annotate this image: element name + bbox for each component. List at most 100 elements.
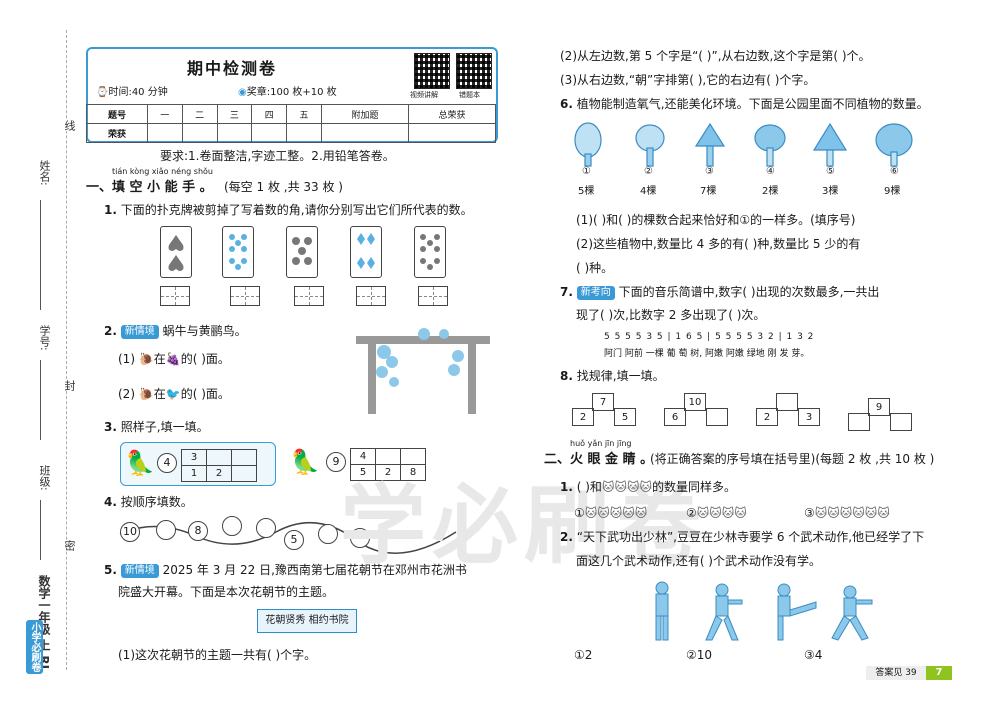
- pattern-pyramid-2-base[interactable]: 6: [664, 408, 728, 426]
- score-cell[interactable]: [286, 123, 322, 143]
- s2q1-option[interactable]: ①🐱🐱🐱🐱🐱: [574, 506, 648, 520]
- q5-sub3: (3)从右边数,“朝”字排第( ),它的右边有( )个字。: [560, 73, 816, 87]
- poker-card-4: [350, 226, 382, 278]
- chain-circle[interactable]: [350, 528, 370, 548]
- score-cell[interactable]: [407, 123, 497, 143]
- margin-secret-mark: 密: [61, 540, 77, 551]
- plant-count: 7棵: [700, 186, 717, 197]
- qr-code-mistakes[interactable]: [456, 53, 492, 89]
- poker-card-2: [222, 226, 254, 278]
- exercise-circle: 9: [326, 452, 346, 472]
- chain-circle[interactable]: [156, 520, 176, 540]
- answer-reference: 答案见 39: [866, 666, 926, 680]
- score-header-cell: 四: [251, 104, 288, 124]
- score-cell[interactable]: [320, 123, 409, 143]
- cat-group-icon: 🐱🐱🐱🐱🐱🐱: [814, 506, 890, 520]
- music-notation: 5 5 5 5 3 5 | 1 6 5 | 5 5 5 5 3 2 | 1 3 …: [604, 332, 815, 342]
- pattern-pyramid-3[interactable]: [756, 393, 818, 411]
- q4-text: 4. 按顺序填数。: [104, 495, 193, 509]
- plant-label: ①: [582, 166, 591, 177]
- score-header-cell: 五: [286, 104, 322, 124]
- clock-icon: ⌚: [96, 87, 109, 98]
- chain-circle: 8: [188, 521, 208, 541]
- q6-sub2: (2)这些植物中,数量比 4 多的有( )种,数量比 5 少的有: [576, 237, 861, 251]
- kungfu-illustration: [655, 581, 873, 641]
- festival-theme-box: 花朝贤秀 相约书院: [257, 609, 357, 633]
- plant-label: ②: [644, 166, 653, 177]
- cat-group-icon: 🐱🐱🐱🐱: [601, 480, 652, 494]
- name-label: 姓名:: [38, 160, 51, 186]
- margin-line-mark: 线: [61, 120, 77, 131]
- q6-sub2b: ( )种。: [576, 261, 614, 275]
- score-header-cell: 题号: [86, 104, 148, 124]
- q5-sub2: (2)从左边数,第 5 个字是“( )”,从右边数,这个字是第( )个。: [560, 49, 871, 63]
- plant-count: 3棵: [822, 186, 839, 197]
- q6-text: 6. 植物能制造氧气,还能美化环境。下面是公园里面不同植物的数量。: [560, 97, 929, 111]
- q2-sub1: (1) 🐌在🍇的( )面。: [118, 352, 230, 366]
- score-cell[interactable]: [181, 123, 218, 143]
- number-chain-line: [119, 521, 457, 554]
- score-cell[interactable]: [216, 123, 253, 143]
- score-row-label: 荣获: [86, 123, 148, 143]
- q2-sub2: (2) 🐌在🐦的( )面。: [118, 387, 230, 401]
- score-table: 题号 一 二 三 四 五 附加题 总荣获 荣获: [86, 104, 497, 143]
- heart-icon: [229, 234, 247, 270]
- parrot-icon: 🦜: [125, 449, 155, 477]
- score-header-cell: 二: [181, 104, 218, 124]
- plant-label: ⑥: [890, 166, 899, 177]
- s2q1-option[interactable]: ③🐱🐱🐱🐱🐱🐱: [804, 506, 890, 520]
- chain-circle[interactable]: [222, 516, 242, 536]
- qr-code-video[interactable]: [414, 53, 450, 89]
- poker-card-5: [414, 226, 446, 278]
- score-header-cell: 三: [216, 104, 253, 124]
- plant-count: 4棵: [640, 186, 657, 197]
- s2q2-text2: 面这几个武术动作,还有( )个武术动作没有学。: [576, 554, 821, 568]
- s2q1-option[interactable]: ②🐱🐱🐱🐱: [686, 506, 747, 520]
- q5-sub1: (1)这次花朝节的主题一共有( )个字。: [118, 648, 317, 662]
- id-underline: [40, 360, 41, 440]
- s2q2-option[interactable]: ①2: [574, 648, 593, 662]
- score-header-cell: 一: [146, 104, 183, 124]
- answer-grid-1[interactable]: [160, 286, 190, 306]
- s2q2-option[interactable]: ②10: [686, 648, 713, 662]
- spade-icon: [168, 235, 184, 271]
- section2-pinyin: huǒ yǎn jīn jīng: [570, 439, 632, 448]
- cat-group-icon: 🐱🐱🐱🐱: [696, 506, 747, 520]
- chain-circle[interactable]: [318, 524, 338, 544]
- score-cell[interactable]: [251, 123, 288, 143]
- answer-grid-5[interactable]: [418, 286, 448, 306]
- q7-text2: 现了( )次,比数字 2 多出现了( )次。: [576, 308, 766, 322]
- answer-grid-4[interactable]: [356, 286, 386, 306]
- pattern-pyramid-4-base[interactable]: [848, 413, 912, 431]
- qr-label-video: 视频讲解: [410, 91, 438, 99]
- score-cell[interactable]: [146, 123, 183, 143]
- s2q2-option[interactable]: ③4: [804, 648, 823, 662]
- chain-circle[interactable]: [256, 518, 276, 538]
- time-limit: ⌚时间:40 分钟: [96, 87, 168, 98]
- pattern-pyramid-4: 9: [848, 398, 910, 416]
- name-underline: [40, 200, 41, 310]
- plant-label: ④: [766, 166, 775, 177]
- diamond-icon: [357, 233, 375, 269]
- watermark: 学必刷卷: [340, 476, 708, 576]
- margin-seal-mark: 封: [61, 380, 77, 391]
- q5-text2: 院盛大开幕。下面是本次花朝节的主题。: [118, 585, 335, 599]
- answer-grid-3[interactable]: [294, 286, 324, 306]
- reward-info: ◉奖章:100 枚+10 枚: [238, 87, 337, 98]
- poker-card-3: [286, 226, 318, 278]
- chain-circle: 10: [120, 522, 140, 542]
- new-context-tag: 新情境: [120, 563, 159, 578]
- pattern-pyramid-1: 7: [572, 393, 634, 411]
- trees-illustration: [574, 122, 913, 167]
- section1-title: 一、填 空 小 能 手 。: [86, 180, 213, 195]
- answer-grid-2[interactable]: [230, 286, 260, 306]
- bird-icon: 🐦: [165, 387, 181, 401]
- brand-logo: 小学必刷卷: [26, 620, 43, 674]
- qr-label-mistakes: 错题本: [459, 91, 480, 99]
- pattern-pyramid-2: 10: [664, 393, 726, 411]
